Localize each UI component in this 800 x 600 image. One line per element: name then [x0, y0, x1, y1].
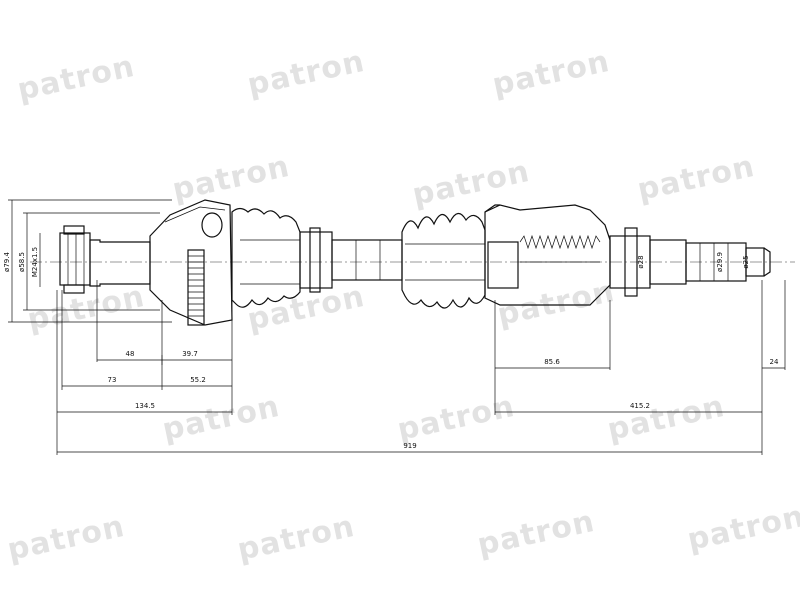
- dim-28: ø28: [637, 255, 645, 268]
- dim-79-4: ø79.4: [3, 252, 11, 272]
- watermark-text: patron: [244, 44, 368, 103]
- watermark-text: patron: [14, 49, 138, 108]
- length-dims: 48 39.7 73 55.2 134.5 85.6 24 415.2 919: [57, 350, 785, 453]
- inner-boot: [401, 212, 486, 309]
- outer-cv-joint: [59, 199, 233, 326]
- extension-lines: [56, 280, 786, 455]
- watermark-text: patron: [169, 149, 293, 208]
- dim-24: 24: [770, 358, 779, 366]
- watermark-text: patron: [409, 154, 533, 213]
- threaded-stub: [59, 232, 91, 286]
- damper-spring: [519, 234, 601, 250]
- dim-29-9: ø29.9: [716, 252, 724, 272]
- outer-boot: [231, 207, 301, 308]
- dim-85-6: 85.6: [544, 358, 560, 366]
- watermark-layer: patron patron patron patron patron patro…: [4, 44, 800, 568]
- left-diameter-dims: ø79.4 ø58.5 M24x1.5: [3, 199, 172, 323]
- inner-stub-shaft: [609, 227, 771, 297]
- watermark-text: patron: [394, 389, 518, 448]
- dim-58-5: ø58.5: [18, 252, 26, 272]
- watermark-text: patron: [494, 274, 618, 333]
- watermark-text: patron: [634, 149, 758, 208]
- dim-55-2: 55.2: [190, 376, 206, 384]
- dim-134-5: 134.5: [135, 402, 155, 410]
- dim-919: 919: [403, 442, 416, 450]
- watermark-text: patron: [159, 389, 283, 448]
- watermark-text: patron: [234, 509, 358, 568]
- dim-25: ø25: [742, 255, 750, 268]
- shaft-bar: [331, 239, 403, 281]
- dim-thread: M24x1.5: [31, 247, 39, 277]
- dim-73: 73: [108, 376, 117, 384]
- outer-spline-shaft: [89, 239, 151, 287]
- stub-end: [745, 247, 765, 277]
- dim-415-2: 415.2: [630, 402, 650, 410]
- watermark-text: patron: [684, 499, 800, 558]
- watermark-text: patron: [4, 509, 128, 568]
- watermark-text: patron: [24, 279, 148, 338]
- right-diameter-dims: ø28 ø29.9 ø25: [637, 252, 750, 272]
- dim-48: 48: [126, 350, 135, 358]
- dim-39-7: 39.7: [182, 350, 198, 358]
- abs-ring: [187, 249, 205, 326]
- watermark-text: patron: [474, 504, 598, 563]
- watermark-text: patron: [604, 389, 728, 448]
- watermark-text: patron: [489, 44, 613, 103]
